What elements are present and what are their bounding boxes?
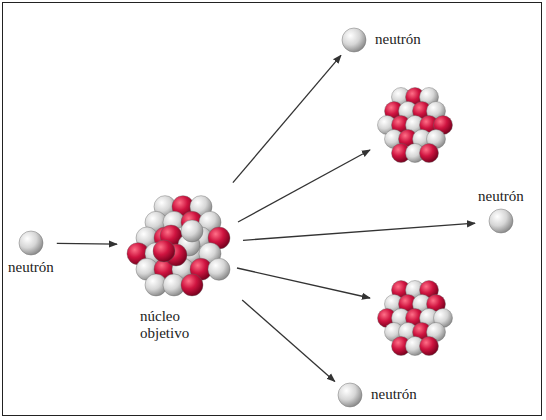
neutron-sphere	[18, 230, 44, 256]
node-label: neutrón	[8, 259, 54, 276]
neutron-node: neutrón	[8, 230, 54, 276]
neutron-sphere	[488, 208, 514, 234]
fragment-arrow	[238, 150, 370, 222]
node-label: neutrón	[371, 386, 417, 403]
fission-fragment	[378, 281, 453, 356]
fragment-arrow	[237, 268, 370, 298]
fission-fragment	[378, 88, 453, 163]
reaction-arrow	[57, 243, 117, 245]
figure-frame	[2, 2, 542, 416]
neutron-sphere	[337, 382, 363, 408]
nucleus-node: núcleo objetivo	[120, 185, 240, 343]
neutron-node: neutrón	[478, 188, 524, 234]
reaction-arrow	[242, 300, 335, 382]
neutron-sphere	[341, 27, 367, 53]
target-nucleus	[120, 185, 240, 305]
node-label: neutrón	[478, 188, 524, 205]
reaction-arrow	[243, 223, 475, 240]
neutron-node: neutrón	[341, 27, 421, 53]
node-label: núcleo objetivo	[140, 308, 204, 343]
reaction-arrow	[233, 55, 341, 182]
neutron-node: neutrón	[337, 382, 417, 408]
node-label: neutrón	[375, 31, 421, 48]
